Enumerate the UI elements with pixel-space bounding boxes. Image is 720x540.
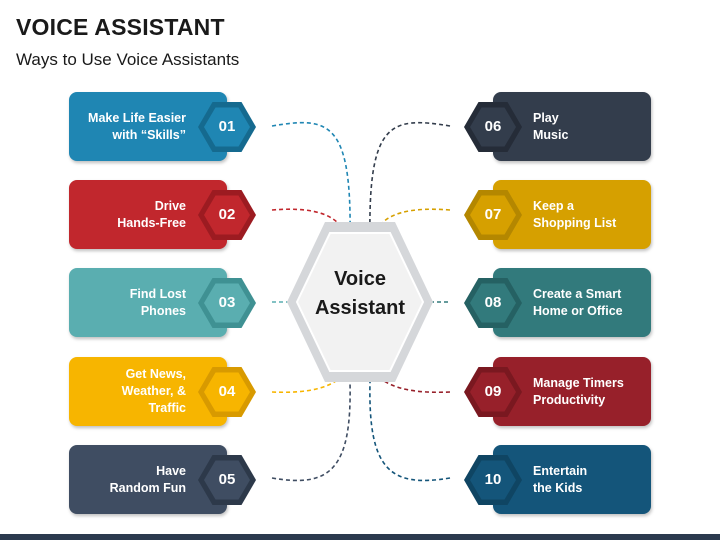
number-hexagons bbox=[198, 102, 522, 505]
hexagon-inner-07 bbox=[470, 195, 516, 235]
number-05: 05 bbox=[218, 471, 236, 488]
number-09: 09 bbox=[484, 383, 502, 400]
slide-title: VOICE ASSISTANT bbox=[16, 14, 225, 40]
card-07-text: Keep a Shopping List bbox=[533, 180, 616, 249]
hexagon-inner-05 bbox=[204, 460, 250, 500]
number-04: 04 bbox=[218, 383, 236, 400]
slide-subtitle: Ways to Use Voice Assistants bbox=[16, 50, 240, 69]
card-05-text: Have Random Fun bbox=[110, 445, 186, 514]
hexagon-inner-02 bbox=[204, 195, 250, 235]
hexagon-inner-09 bbox=[470, 372, 516, 412]
card-10-line1: Entertain bbox=[533, 463, 588, 478]
card-07-line2: Shopping List bbox=[533, 215, 617, 230]
card-01-text: Make Life Easier with “Skills” bbox=[88, 92, 186, 161]
card-06-line2: Music bbox=[533, 127, 569, 142]
card-06-text: Play Music bbox=[533, 92, 568, 161]
hexagon-inner-03 bbox=[204, 283, 250, 323]
connector-06 bbox=[369, 121, 451, 241]
card-08-text: Create a Smart Home or Office bbox=[533, 268, 623, 337]
card-01-line2: with “Skills” bbox=[112, 127, 186, 142]
card-09-line2: Productivity bbox=[533, 392, 606, 407]
hexagon-inner-10 bbox=[470, 460, 516, 500]
center-hexagon bbox=[287, 222, 433, 382]
number-07: 07 bbox=[484, 206, 502, 223]
connector-02 bbox=[271, 208, 345, 233]
center-line1: Voice bbox=[334, 268, 386, 290]
number-06: 06 bbox=[484, 118, 502, 135]
card-09-text: Manage Timers Productivity bbox=[533, 357, 624, 426]
connector-10 bbox=[369, 381, 451, 482]
number-10: 10 bbox=[484, 471, 502, 488]
hexagon-inner-08 bbox=[470, 283, 516, 323]
center-label: Voice Assistant bbox=[290, 265, 430, 323]
card-10-line2: the Kids bbox=[533, 480, 583, 495]
card-10-text: Entertain the Kids bbox=[533, 445, 587, 514]
card-03-line2: Phones bbox=[140, 303, 186, 318]
card-03-text: Find Lost Phones bbox=[130, 268, 186, 337]
connector-04 bbox=[271, 371, 347, 394]
card-06-line1: Play bbox=[533, 110, 559, 125]
number-02: 02 bbox=[218, 206, 236, 223]
hexagon-inner-04 bbox=[204, 372, 250, 412]
connector-01 bbox=[271, 121, 351, 241]
number-01: 01 bbox=[218, 118, 236, 135]
number-03: 03 bbox=[218, 294, 236, 311]
card-04-line2: Weather, & bbox=[121, 384, 186, 398]
card-07-line1: Keep a bbox=[533, 198, 574, 213]
card-02-line1: Drive bbox=[154, 198, 186, 213]
card-05-line1: Have bbox=[156, 463, 186, 478]
card-04-text: Get News, Weather, & Traffic bbox=[122, 357, 186, 426]
card-04-line1: Get News, bbox=[125, 367, 186, 381]
card-09-line1: Manage Timers bbox=[533, 375, 624, 390]
card-05-line2: Random Fun bbox=[109, 480, 186, 495]
card-08-line1: Create a Smart bbox=[533, 286, 622, 301]
card-01-line1: Make Life Easier bbox=[88, 110, 186, 125]
card-04-line3: Traffic bbox=[148, 401, 186, 415]
card-02-line2: Hands-Free bbox=[117, 215, 186, 230]
card-08-line2: Home or Office bbox=[533, 303, 623, 318]
hexagon-inner-01 bbox=[204, 107, 250, 147]
hexagon-inner-06 bbox=[470, 107, 516, 147]
card-02-text: Drive Hands-Free bbox=[117, 180, 186, 249]
bottom-bar bbox=[0, 534, 720, 540]
card-07: Keep a Shopping List bbox=[493, 180, 651, 249]
connector-09 bbox=[373, 371, 451, 394]
card-03-line1: Find Lost bbox=[129, 286, 186, 301]
center-line2: Assistant bbox=[314, 297, 406, 319]
number-08: 08 bbox=[484, 294, 502, 311]
connector-05 bbox=[271, 381, 351, 482]
